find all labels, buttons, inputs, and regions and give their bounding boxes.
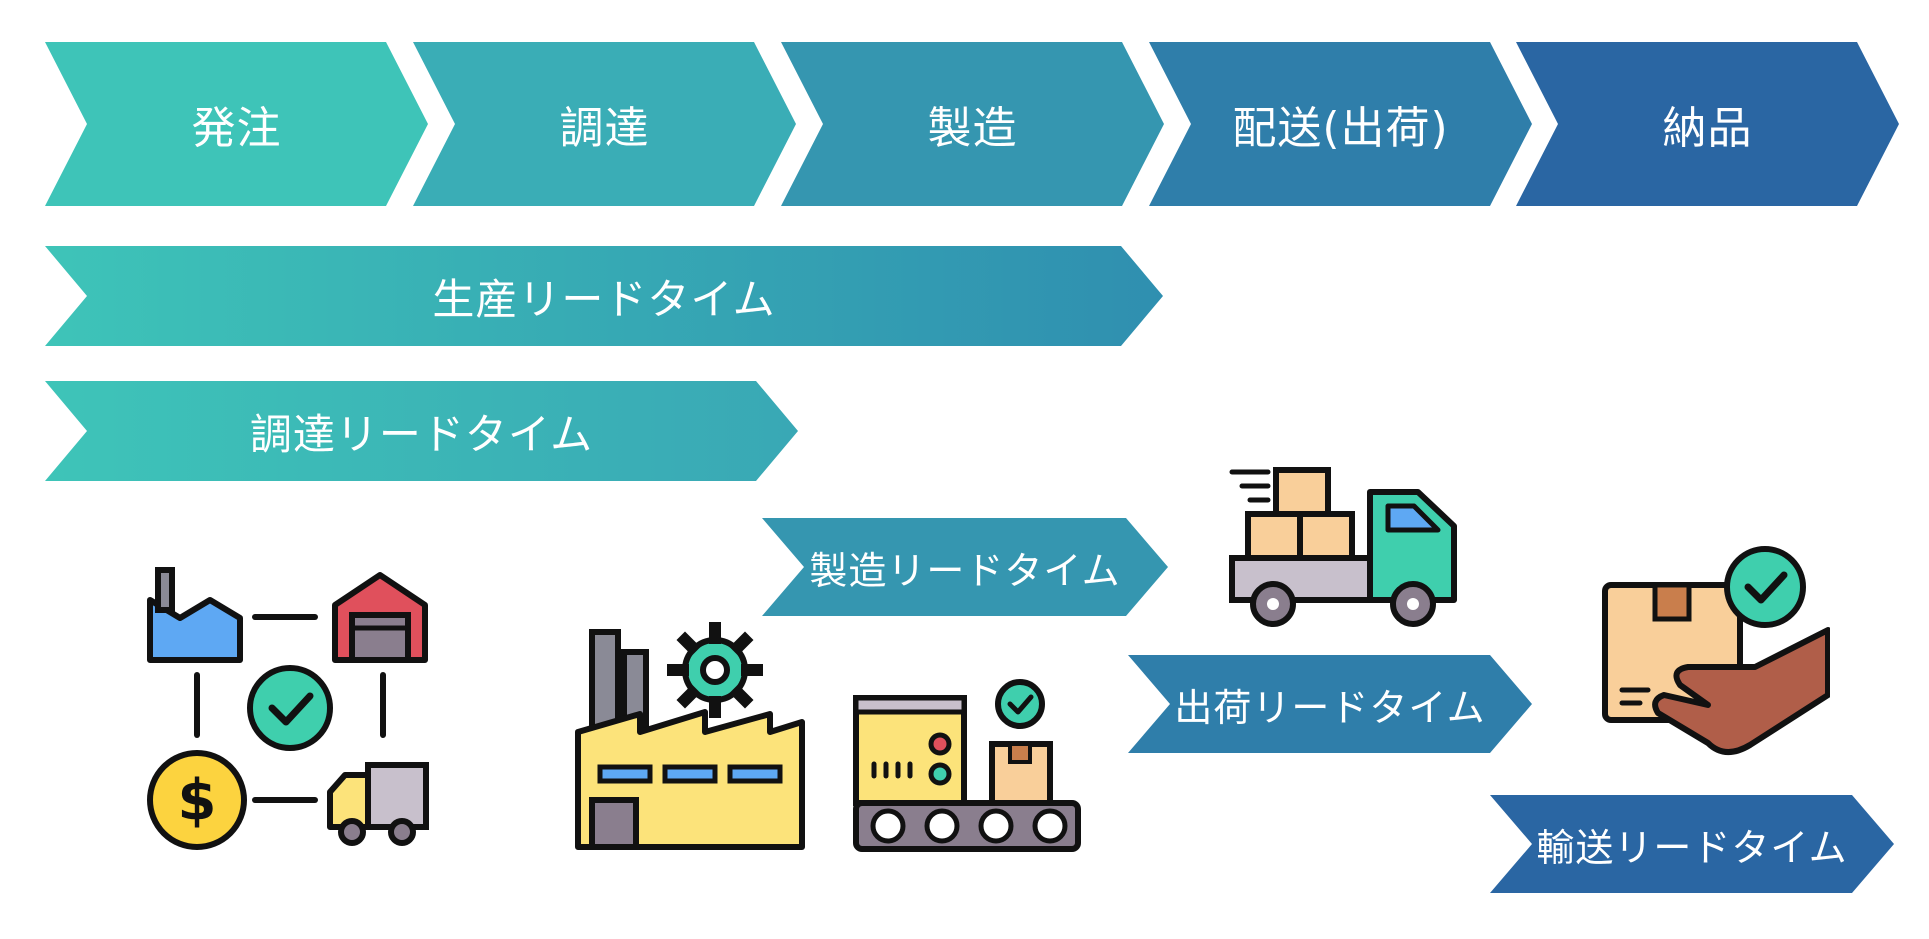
step-delivery-label: 納品 bbox=[1662, 103, 1753, 154]
transport-lead-time-label: 輸送リードタイム bbox=[1536, 825, 1848, 870]
step-manufacturing: 製造 bbox=[781, 42, 1164, 206]
production-lead-time-label: 生産リードタイム bbox=[432, 274, 776, 324]
production-lead-time: 生産リードタイム bbox=[45, 246, 1163, 346]
package-delivered-icon bbox=[1602, 546, 1830, 755]
supply-network-icon: $ bbox=[147, 567, 429, 850]
procurement-lead-time: 調達リードタイム bbox=[45, 381, 798, 481]
manufacturing-lead-time: 製造リードタイム bbox=[762, 518, 1168, 616]
svg-text:$: $ bbox=[178, 768, 217, 833]
step-order-label: 発注 bbox=[191, 103, 282, 154]
transport-lead-time: 輸送リードタイム bbox=[1490, 795, 1894, 893]
conveyor-box-icon bbox=[853, 679, 1081, 852]
step-manufacturing-label: 製造 bbox=[927, 103, 1018, 154]
step-procurement-label: 調達 bbox=[559, 103, 650, 154]
manufacturing-lead-time-label: 製造リードタイム bbox=[809, 548, 1121, 593]
shipping-lead-time-label: 出荷リードタイム bbox=[1174, 685, 1486, 730]
step-order: 発注 bbox=[45, 42, 428, 206]
step-delivery: 納品 bbox=[1516, 42, 1899, 206]
procurement-lead-time-label: 調達リードタイム bbox=[249, 409, 594, 459]
delivery-truck-icon bbox=[1229, 467, 1457, 627]
step-shipping-label: 配送(出荷) bbox=[1232, 103, 1449, 154]
step-procurement: 調達 bbox=[413, 42, 796, 206]
factory-icon bbox=[575, 622, 805, 850]
shipping-lead-time: 出荷リードタイム bbox=[1128, 655, 1532, 753]
step-shipping: 配送(出荷) bbox=[1149, 42, 1532, 206]
